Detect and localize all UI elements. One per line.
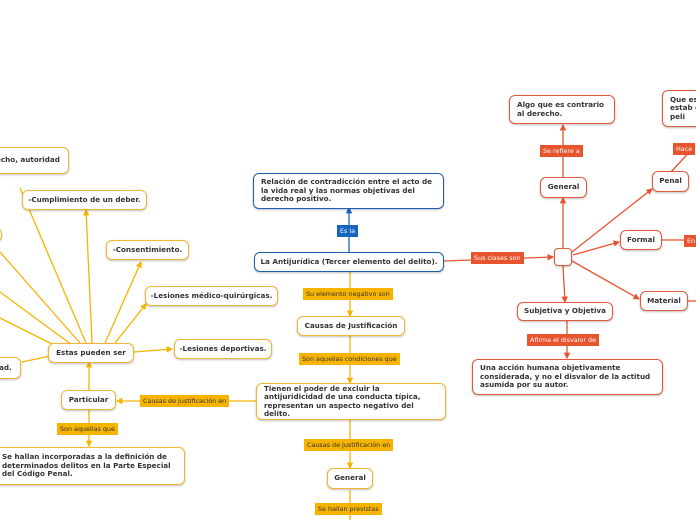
node-particular[interactable]: Particular [61, 390, 116, 410]
node-tienen-poder-text: Tienen el poder de excluir la antijuridi… [264, 383, 421, 418]
node-antijuridicidad-text: La Antijurídica (Tercer elemento del del… [260, 256, 438, 266]
node-penal[interactable]: Penal [652, 171, 689, 192]
node-derecho-autoridad-text: echo, autoridad [0, 155, 60, 165]
node-relacion[interactable]: Relación de contradicción entre el acto … [253, 173, 444, 209]
node-general-bottom-text: General [334, 473, 366, 483]
node-causas-justificacion[interactable]: Causas de Justificación [297, 316, 405, 336]
node-se-hallan-incorporadas[interactable]: Se hallan incorporadas a la definición d… [0, 447, 185, 485]
label-afirma: Afirma el disvalor de [527, 334, 600, 346]
node-derecho-autoridad[interactable]: echo, autoridad [0, 147, 69, 174]
node-accion-humana[interactable]: Una acción humana objetivamente consider… [472, 359, 663, 395]
node-ad[interactable]: ad. [0, 357, 21, 379]
node-estas-pueden-ser-text: Estas pueden ser [56, 347, 126, 357]
node-material[interactable]: Material [640, 291, 688, 311]
node-consentimiento[interactable]: -Consentimiento. [106, 240, 189, 260]
node-penal-text: Penal [659, 176, 682, 186]
label-elemento-negativo: Su elemento negativo son [303, 288, 393, 300]
node-material-text: Material [647, 295, 681, 305]
node-que-es[interactable]: Que es estab en peli [662, 90, 696, 127]
node-algo-contrario-text: Algo que es contrario al derecho. [517, 100, 604, 118]
node-tienen-poder[interactable]: Tienen el poder de excluir la antijuridi… [256, 383, 446, 420]
node-se-hallan-incorporadas-text: Se hallan incorporadas a la definición d… [2, 452, 171, 479]
label-hace: Hace [673, 143, 696, 155]
node-lesiones-medico[interactable]: -Lesiones médico-quirúrgicas. [145, 286, 278, 306]
node-formal[interactable]: Formal [620, 230, 662, 250]
label-se-hallan-previstas: Se hallan previstas [315, 503, 382, 515]
label-clases-son: Sus clases son [471, 252, 524, 264]
label-se-refiere: Se refiere a [540, 145, 583, 157]
node-formal-text: Formal [627, 234, 655, 244]
node-lesiones-deportivas-text: -Lesiones deportivas. [179, 343, 267, 353]
node-algo-contrario[interactable]: Algo que es contrario al derecho. [509, 95, 615, 124]
node-antijuridicidad[interactable]: La Antijurídica (Tercer elemento del del… [254, 252, 444, 272]
node-lesiones-medico-text: -Lesiones médico-quirúrgicas. [150, 290, 273, 300]
node-que-es-text: Que es estab en peli [670, 94, 696, 121]
node-particular-text: Particular [68, 394, 109, 404]
node-consentimiento-text: -Consentimiento. [112, 244, 183, 254]
label-aquellas-condiciones: Son aquellas condiciones que [299, 353, 400, 365]
node-subjetiva-text: Subjetiva y Objetiva [524, 306, 606, 316]
node-general-top[interactable]: General [540, 177, 587, 198]
node-ad-text: ad. [0, 362, 12, 372]
label-causas-en-2: Causas de justificación en [304, 439, 394, 451]
label-son-aquellas-que: Son aquellas que [57, 423, 118, 435]
node-estas-pueden-ser[interactable]: Estas pueden ser [48, 343, 134, 363]
node-relacion-text: Relación de contradicción entre el acto … [261, 177, 433, 204]
node-lesiones-deportivas[interactable]: -Lesiones deportivas. [174, 339, 272, 359]
node-hub[interactable] [554, 248, 572, 266]
node-accion-humana-text: Una acción humana objetivamente consider… [480, 363, 651, 390]
node-cumplimiento-text: -Cumplimiento de un deber. [28, 194, 141, 204]
label-causas-en-1: Causas de justificación en [140, 395, 230, 407]
node-general-top-text: General [547, 182, 580, 192]
node-general-bottom[interactable]: General [327, 468, 373, 489]
label-es-la: Es la [337, 225, 359, 237]
node-causas-justificacion-text: Causas de Justificación [304, 320, 398, 330]
node-cumplimiento[interactable]: -Cumplimiento de un deber. [22, 190, 147, 210]
node-subjetiva[interactable]: Subjetiva y Objetiva [517, 302, 613, 321]
label-en: En [684, 235, 696, 247]
